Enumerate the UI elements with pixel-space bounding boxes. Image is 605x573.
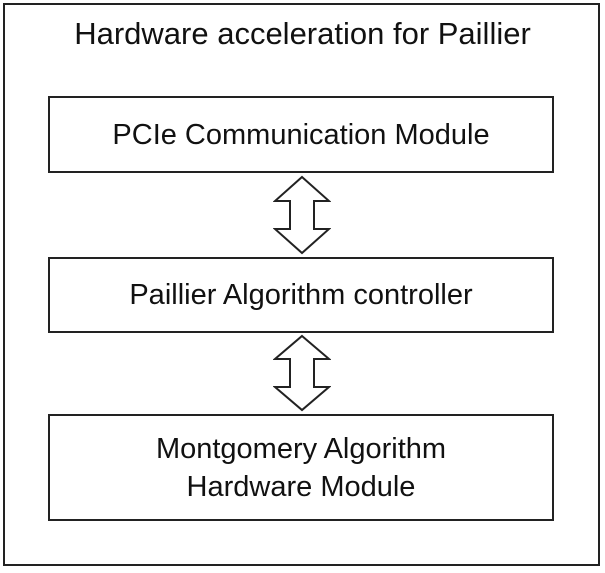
- pcie-communication-module-box: PCIe Communication Module: [48, 96, 554, 173]
- double-arrow-icon-top: [273, 175, 331, 255]
- montgomery-algorithm-hardware-module-box: Montgomery Algorithm Hardware Module: [48, 414, 554, 521]
- montgomery-label-line-1: Montgomery Algorithm: [155, 432, 447, 465]
- pcie-communication-module-label: PCIe Communication Module: [112, 118, 490, 151]
- paillier-algorithm-controller-label: Paillier Algorithm controller: [129, 279, 473, 311]
- diagram-title: Hardware acceleration for Paillier: [74, 16, 531, 51]
- paillier-algorithm-controller-box: Paillier Algorithm controller: [48, 257, 554, 333]
- montgomery-label-line-2: Hardware Module: [186, 470, 416, 503]
- double-arrow-icon-bottom: [273, 334, 331, 412]
